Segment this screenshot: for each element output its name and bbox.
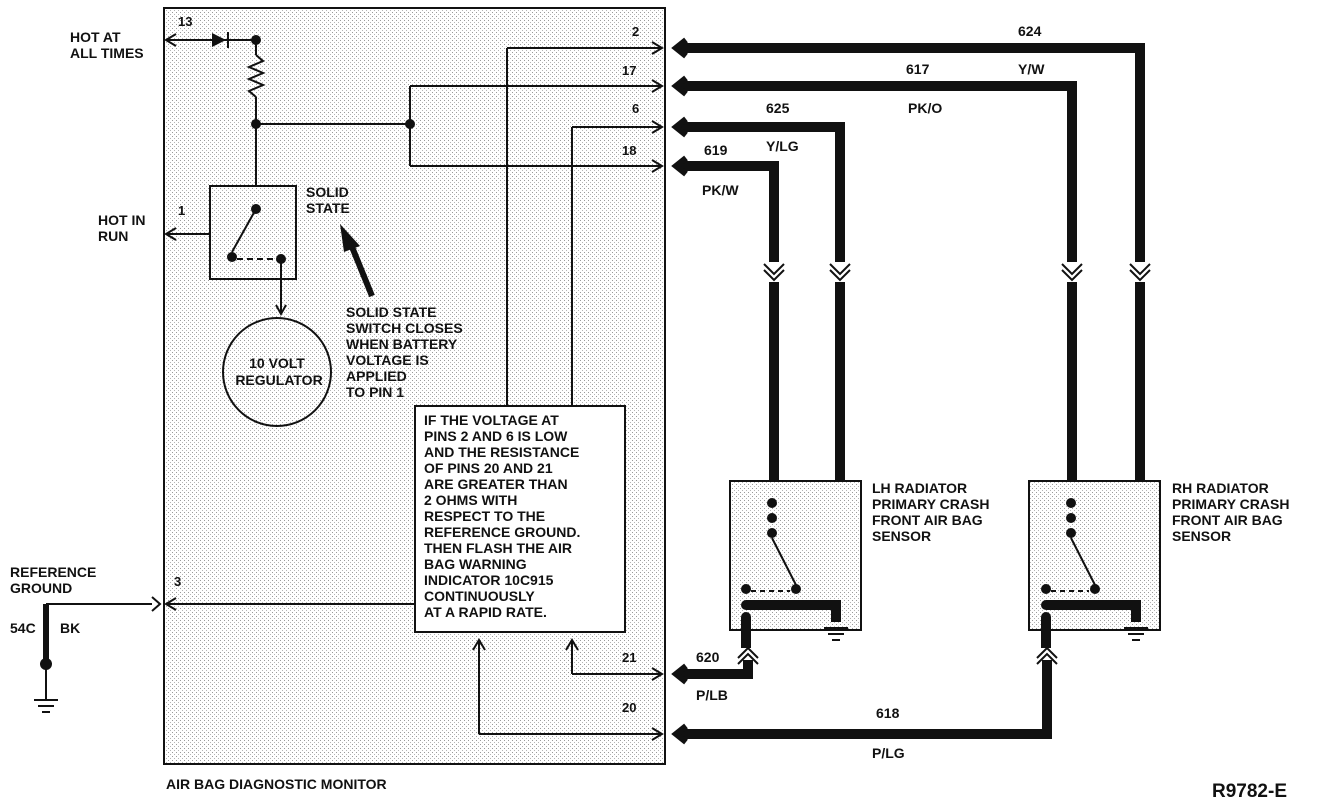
pin-3-label: 3 (174, 574, 181, 589)
wire-625-color: PK/O (908, 100, 942, 116)
hot-in-run-label-2: RUN (98, 228, 128, 244)
svg-text:REFERENCE GROUND.: REFERENCE GROUND. (424, 524, 580, 540)
svg-text:THEN FLASH THE AIR: THEN FLASH THE AIR (424, 540, 572, 556)
svg-text:TO PIN 1: TO PIN 1 (346, 384, 404, 400)
wire-618-circuit: 618 (876, 705, 900, 721)
pin-2-label: 2 (632, 24, 639, 39)
reference-ground-label-2: GROUND (10, 580, 72, 596)
svg-text:PINS 2 AND 6 IS LOW: PINS 2 AND 6 IS LOW (424, 428, 568, 444)
hot-at-all-times-label-2: ALL TIMES (70, 45, 144, 61)
svg-text:RH RADIATOR: RH RADIATOR (1172, 480, 1269, 496)
pointer-arrow (340, 224, 360, 252)
rh-sensor (1028, 480, 1161, 648)
wire-620-circuit: 620 (696, 649, 720, 665)
svg-text:SENSOR: SENSOR (1172, 528, 1231, 544)
svg-text:ARE GREATER THAN: ARE GREATER THAN (424, 476, 568, 492)
pin-17-label: 17 (622, 63, 636, 78)
hot-at-all-times-label: HOT AT (70, 29, 121, 45)
lh-sensor (729, 480, 862, 648)
svg-text:IF THE VOLTAGE AT: IF THE VOLTAGE AT (424, 412, 559, 428)
svg-text:SWITCH CLOSES: SWITCH CLOSES (346, 320, 463, 336)
svg-text:APPLIED: APPLIED (346, 368, 407, 384)
solid-state-switch-box (209, 185, 297, 280)
logic-note-box (414, 405, 626, 633)
pin-18-label: 18 (622, 143, 636, 158)
wire-625-circuit: 625 (766, 100, 790, 116)
svg-text:FRONT AIR BAG: FRONT AIR BAG (872, 512, 983, 528)
reference-code: R9782-E (1212, 781, 1287, 802)
ground-color-label: BK (60, 620, 80, 636)
switch-note: SOLID STATE SWITCH CLOSES WHEN BATTERY V… (346, 304, 463, 400)
hot-in-run-label: HOT IN (98, 212, 145, 228)
svg-text:SENSOR: SENSOR (872, 528, 931, 544)
svg-text:RESPECT TO THE: RESPECT TO THE (424, 508, 545, 524)
resistor-symbol (246, 54, 266, 98)
solid-state-label-2: STATE (306, 200, 350, 216)
wire-617-circuit: 617 (906, 61, 930, 77)
regulator-label: 10 VOLT (249, 355, 305, 371)
pin-6-label: 6 (632, 101, 639, 116)
svg-text:AT A RAPID RATE.: AT A RAPID RATE. (424, 604, 547, 620)
svg-text:INDICATOR 10C915: INDICATOR 10C915 (424, 572, 554, 588)
svg-text:SOLID STATE: SOLID STATE (346, 304, 436, 320)
wire-619-circuit: 619 (704, 142, 728, 158)
ground-circuit-label: 54C (10, 620, 36, 636)
pin-21-label: 21 (622, 650, 636, 665)
pin-arrows-right (651, 41, 664, 173)
wire-624-circuit: 624 (1018, 23, 1042, 39)
svg-text:VOLTAGE IS: VOLTAGE IS (346, 352, 429, 368)
svg-text:OF PINS 20 AND 21: OF PINS 20 AND 21 (424, 460, 553, 476)
pin-20-label: 20 (622, 700, 636, 715)
diode-symbol (212, 33, 226, 47)
svg-text:AND THE RESISTANCE: AND THE RESISTANCE (424, 444, 579, 460)
svg-text:FRONT AIR BAG: FRONT AIR BAG (1172, 512, 1283, 528)
svg-text:PRIMARY CRASH: PRIMARY CRASH (872, 496, 989, 512)
pin-1-label: 1 (178, 203, 185, 218)
lh-sensor-label: LH RADIATOR PRIMARY CRASH FRONT AIR BAG … (872, 480, 989, 544)
wire-618-color: P/LG (872, 745, 905, 761)
wire-617-color: Y/W (1018, 61, 1045, 77)
svg-text:WHEN BATTERY: WHEN BATTERY (346, 336, 458, 352)
wire-start-arrows (671, 37, 688, 745)
pin-13-label: 13 (178, 14, 192, 29)
logic-note-text: IF THE VOLTAGE AT PINS 2 AND 6 IS LOW AN… (424, 412, 580, 620)
wire-619-color-top: Y/LG (766, 138, 799, 154)
ground-symbol-left (34, 699, 58, 713)
module-title: AIR BAG DIAGNOSTIC MONITOR (166, 776, 387, 792)
svg-text:PRIMARY CRASH: PRIMARY CRASH (1172, 496, 1289, 512)
reference-ground-label: REFERENCE (10, 564, 96, 580)
rh-sensor-label: RH RADIATOR PRIMARY CRASH FRONT AIR BAG … (1172, 480, 1289, 544)
svg-text:LH RADIATOR: LH RADIATOR (872, 480, 967, 496)
svg-text:CONTINUOUSLY: CONTINUOUSLY (424, 588, 535, 604)
voltage-regulator (222, 317, 332, 427)
solid-state-label: SOLID (306, 184, 349, 200)
regulator-label-2: REGULATOR (235, 372, 322, 388)
svg-text:2 OHMS WITH: 2 OHMS WITH (424, 492, 517, 508)
wire-619-color: PK/W (702, 182, 739, 198)
svg-text:BAG WARNING: BAG WARNING (424, 556, 527, 572)
wire-620-color: P/LB (696, 687, 728, 703)
